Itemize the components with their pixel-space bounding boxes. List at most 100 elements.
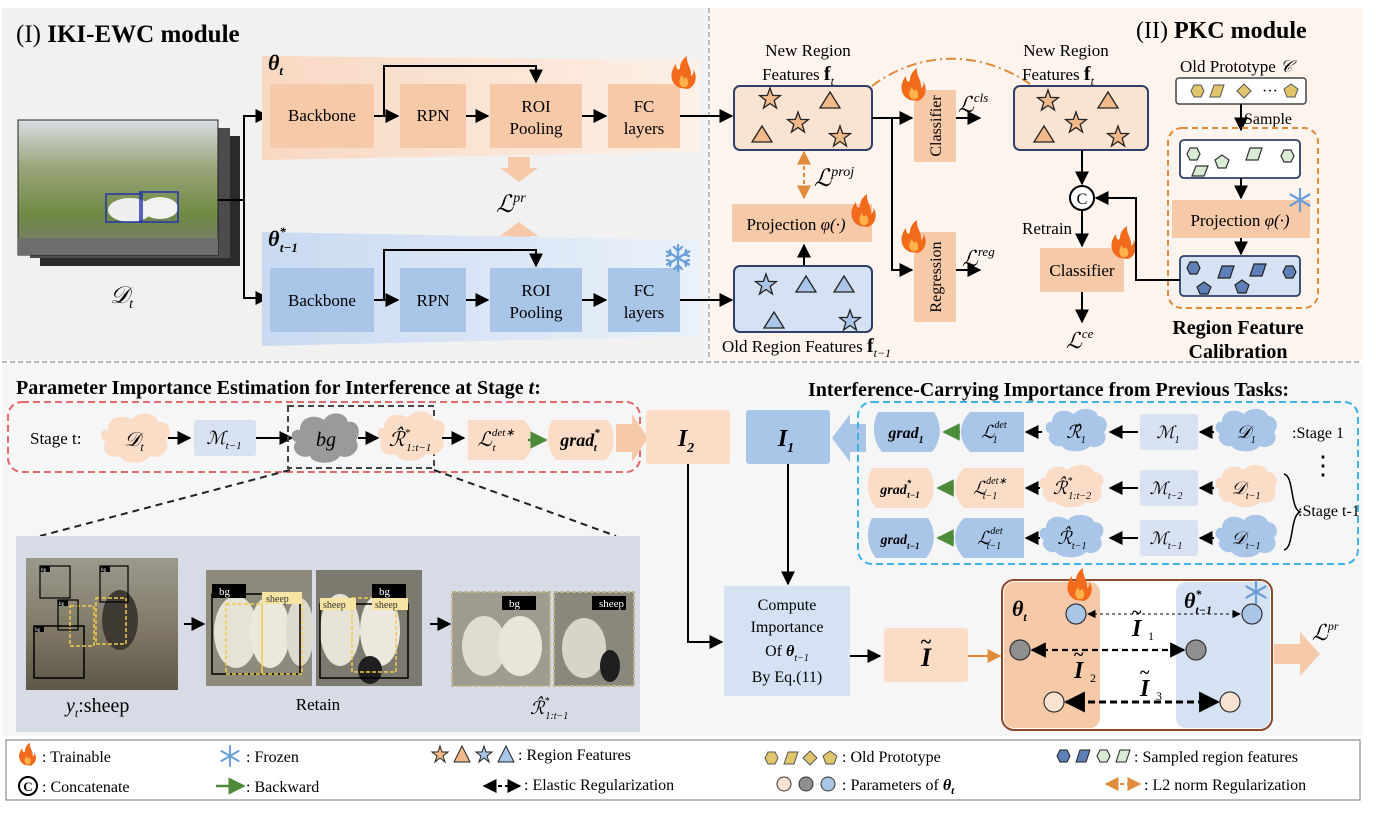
fc-layers-block-upper	[608, 84, 680, 148]
old-prototype-icons	[764, 750, 838, 766]
legend-concatenate: : Concatenate	[42, 779, 130, 796]
svg-text:ROI: ROI	[521, 97, 551, 116]
param-circle-blue-t	[1065, 603, 1087, 625]
svg-text:bg: bg	[379, 586, 391, 598]
svg-text:bg: bg	[101, 568, 107, 573]
svg-text:Backbone: Backbone	[288, 106, 356, 125]
svg-text:sheep: sheep	[323, 600, 346, 611]
model-prev-block	[194, 420, 256, 456]
r-hat-t2-cloud	[1039, 464, 1104, 508]
svg-text:θt: θt	[1012, 596, 1027, 624]
svg-text:ℛ̂1: ℛ̂1	[1066, 422, 1085, 446]
previous-tasks-box	[857, 401, 1359, 565]
snowflake-icon	[1245, 579, 1267, 605]
legend-backward: : Backward	[246, 779, 319, 796]
iki-ewc-title: (I) IKI-EWC module	[16, 21, 240, 48]
svg-text:RPN: RPN	[416, 291, 449, 310]
svg-text:𝒟1: 𝒟1	[1236, 422, 1255, 446]
svg-text:Classifier: Classifier	[1049, 261, 1114, 280]
new-features-label-1: New Region	[765, 41, 851, 60]
to-loss-pr-arrow	[1274, 632, 1320, 676]
svg-text:C: C	[23, 779, 32, 794]
new-features-label-2b: Features ft	[1022, 63, 1095, 88]
roi-pooling-block-upper	[490, 84, 582, 148]
bg-zoom-frame	[287, 405, 435, 469]
param-circle-light-prev	[1219, 691, 1241, 713]
l-pr-arrow-down	[500, 157, 538, 182]
svg-text:bg: bg	[316, 429, 336, 451]
input-image-stack	[17, 119, 240, 266]
flame-icon	[1111, 226, 1136, 259]
svg-text:~: ~	[1074, 644, 1084, 664]
svg-text:I: I	[1073, 658, 1085, 684]
theta-prev-label: θ*t−1	[268, 224, 298, 255]
param-circle-light-t	[1043, 691, 1065, 713]
classifier-block-2	[1040, 248, 1124, 292]
svg-text:grad*t: grad*t	[559, 427, 600, 454]
svg-text:···: ···	[1262, 83, 1278, 100]
snowflake-icon	[665, 243, 691, 273]
svg-text:Of θt−1: Of θt−1	[765, 643, 809, 664]
new-region-features-box-2	[1013, 85, 1149, 151]
photo-scene-rhat: bg sheep	[451, 591, 635, 687]
svg-text:bg: bg	[219, 586, 231, 598]
svg-text:FC: FC	[634, 97, 655, 116]
legend-sampled: : Sampled region features	[1134, 749, 1298, 766]
svg-text:ℳt−1: ℳt−1	[1150, 529, 1183, 552]
roi-pooling-block-lower	[490, 268, 582, 332]
loss-reg-label: ℒreg	[962, 244, 995, 271]
old-features-label: Old Region Features ft−1	[722, 335, 891, 360]
projection-block	[732, 204, 872, 242]
legend-l2: : L2 norm Regularization	[1144, 777, 1306, 794]
svg-text:By Eq.(11): By Eq.(11)	[752, 669, 823, 686]
svg-text:Projection φ(·): Projection φ(·)	[746, 215, 845, 234]
svg-text:Classifier: Classifier	[928, 95, 945, 157]
new-features-label-1b: Features ft	[762, 63, 835, 88]
concatenate-icon	[18, 776, 38, 796]
loss-proj-label: ℒproj	[814, 165, 854, 192]
svg-text:Pooling: Pooling	[510, 303, 563, 322]
pkc-title: (II) PKC module	[1136, 18, 1307, 44]
loss-pr-label: ℒpr	[496, 191, 526, 218]
svg-text:bg: bg	[59, 602, 65, 607]
grad-1-shape	[873, 412, 940, 452]
i2-block	[646, 410, 730, 464]
svg-text:ℳ1: ℳ1	[1156, 423, 1179, 446]
backbone-block-upper	[270, 84, 374, 148]
d-1-cloud	[1215, 408, 1277, 452]
legend-old-prototype: : Old Prototype	[842, 749, 941, 766]
to-i2-arrow	[616, 414, 648, 462]
flame-icon	[851, 194, 876, 227]
svg-text:𝒟t−1: 𝒟t−1	[1232, 478, 1261, 502]
i-tilde-block	[884, 628, 968, 682]
fc-layers-block-lower	[608, 268, 680, 332]
old-prototype-label: Old Prototype 𝒞	[1180, 57, 1297, 76]
flame-icon	[671, 56, 696, 89]
grad-t1-star-shape	[867, 468, 934, 508]
svg-text:sheep: sheep	[599, 598, 625, 610]
l-det-1-shape	[961, 412, 1024, 452]
legend-param-light	[776, 776, 792, 792]
svg-text:Projection φ(·): Projection φ(·)	[1190, 211, 1289, 230]
classifier-block-1	[914, 90, 956, 162]
m-t2-block	[1140, 470, 1198, 506]
d-t1-cloud-blue	[1215, 514, 1277, 558]
svg-text:grad*t−1: grad*t−1	[879, 478, 919, 500]
region-feature-calibration-box	[1167, 127, 1319, 309]
m-1-block	[1140, 414, 1198, 450]
svg-text:𝒟t: 𝒟t	[124, 429, 144, 454]
svg-text:1: 1	[1148, 629, 1154, 643]
svg-text:RPN: RPN	[416, 106, 449, 125]
svg-text:Pooling: Pooling	[510, 119, 563, 138]
photo-scene-1: bg bg bg bg	[26, 558, 178, 690]
param-circle-gray-prev	[1185, 639, 1207, 661]
calibration-label-2: Calibration	[1189, 341, 1288, 363]
snowflake-icon	[220, 745, 240, 767]
rpn-block-lower	[400, 268, 466, 332]
svg-text:I: I	[1131, 616, 1143, 642]
param-circle-gray-t	[1009, 639, 1031, 661]
svg-text:𝒟t−1: 𝒟t−1	[1232, 528, 1261, 552]
svg-text:gradt−1: gradt−1	[880, 533, 920, 551]
flame-icon	[19, 742, 37, 766]
